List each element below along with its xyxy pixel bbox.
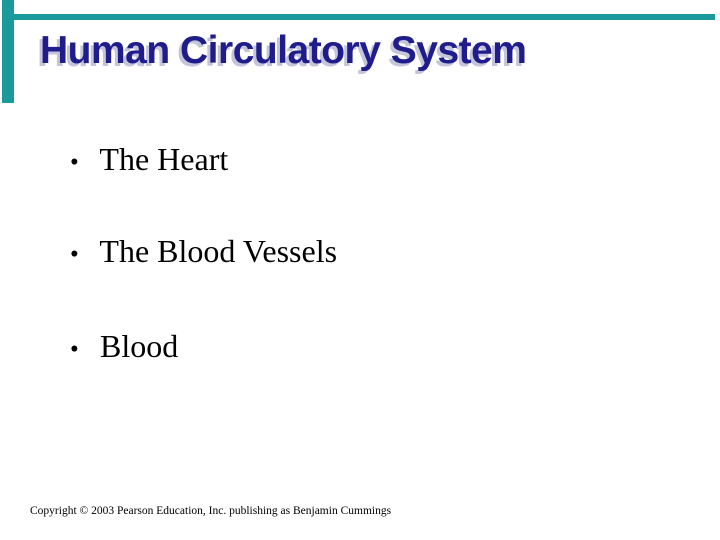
bullet-text: The Heart: [99, 141, 229, 177]
copyright-text: Copyright © 2003 Pearson Education, Inc.…: [30, 505, 392, 517]
bullet-item: • The Blood Vessels: [70, 235, 337, 268]
slide-title: Human Circulatory System: [40, 29, 527, 72]
bullet-text: The Blood Vessels: [99, 233, 338, 269]
bullet-item: • The Heart: [70, 143, 228, 176]
bullet-text: Blood: [100, 328, 179, 364]
top-accent-bar: [14, 14, 715, 20]
bullet-marker-icon: •: [70, 241, 79, 268]
left-accent-bar: [2, 0, 14, 103]
bullet-marker-icon: •: [70, 149, 79, 176]
bullet-marker-icon: •: [70, 336, 79, 363]
bullet-item: • Blood: [70, 330, 178, 363]
